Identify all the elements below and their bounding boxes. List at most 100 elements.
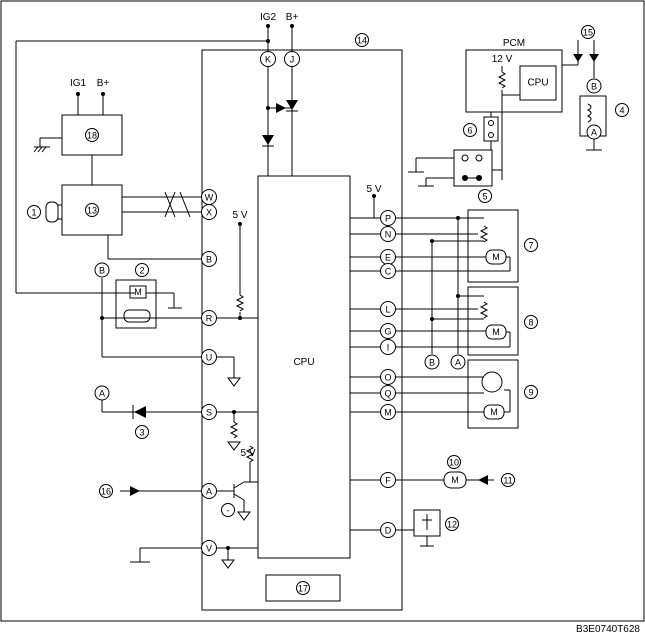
connector-pin-q: Q (380, 385, 396, 401)
ref-point-a-5: A (586, 124, 602, 140)
connector-pin-m: M (380, 404, 396, 420)
block-17 (265, 574, 341, 602)
svg-text:12: 12 (447, 520, 457, 530)
pcm-title: PCM (503, 38, 525, 49)
svg-text:M: M (384, 408, 392, 418)
connector-pin-o: O (380, 369, 396, 385)
svg-text:B: B (99, 266, 105, 276)
svg-text:S: S (206, 408, 212, 418)
ig1-label: IG1 (70, 78, 87, 89)
block-7 (467, 209, 519, 283)
connector-pin-e: E (380, 249, 396, 265)
callout-12: 12 (445, 517, 459, 531)
bplus-label: B+ (286, 12, 299, 23)
callout-17: 17 (296, 581, 310, 595)
callout-18: 18 (85, 128, 99, 142)
connector-pin-i: I (380, 339, 396, 355)
five-v-3: 5 V (240, 448, 255, 459)
callout-15: 15 (581, 25, 595, 39)
connector-pin-p: P (380, 210, 396, 226)
cpu-label: CPU (293, 357, 314, 368)
svg-text:F: F (385, 476, 391, 486)
block-2 (115, 279, 157, 329)
svg-text:13: 13 (87, 206, 97, 216)
pcm-voltage: 12 V (492, 54, 513, 65)
connector-pin-n: N (380, 226, 396, 242)
svg-text:2: 2 (139, 266, 144, 276)
callout-9: 9 (524, 385, 538, 399)
ig2-label: IG2 (260, 12, 277, 23)
ref-point-b-0: B (94, 262, 110, 278)
svg-text:17: 17 (298, 584, 308, 594)
diagram-code: B3E0740T628 (576, 624, 640, 635)
ref-point-a-1: A (94, 385, 110, 401)
block-13 (61, 184, 123, 236)
motor-9: M (490, 407, 498, 417)
callout-minus: - (221, 503, 235, 517)
cpu-block (257, 175, 351, 559)
svg-text:15: 15 (583, 28, 593, 38)
svg-text:L: L (385, 305, 390, 315)
svg-text:U: U (206, 353, 213, 363)
svg-text:R: R (206, 314, 213, 324)
svg-text:16: 16 (101, 487, 111, 497)
ref-point-a-3: A (450, 354, 466, 370)
svg-text:I: I (387, 343, 390, 353)
control-module (201, 49, 403, 611)
connector-pin-j: J (284, 51, 300, 67)
callout-14: 14 (355, 33, 369, 47)
svg-text:P: P (385, 214, 391, 224)
svg-text:5: 5 (482, 192, 487, 202)
connector-pin-f: F (380, 472, 396, 488)
callout-7: 7 (524, 238, 538, 252)
connector-pin-u: U (201, 349, 217, 365)
five-v-1: 5 V (232, 210, 247, 221)
block-9 (467, 359, 519, 429)
svg-text:J: J (290, 55, 295, 65)
connector-pin-v: V (201, 540, 217, 556)
svg-text:A: A (591, 128, 597, 138)
svg-text:-: - (227, 506, 230, 516)
svg-text:18: 18 (87, 131, 97, 141)
sensor-1 (45, 201, 59, 223)
svg-text:B: B (429, 358, 435, 368)
ref-point-b-4: B (586, 78, 602, 94)
svg-text:C: C (385, 267, 392, 277)
callout-13: 13 (85, 203, 99, 217)
svg-text:W: W (205, 193, 214, 203)
callout-11: 11 (501, 473, 515, 487)
svg-text:3: 3 (139, 428, 144, 438)
svg-text:N: N (385, 230, 392, 240)
svg-text:X: X (206, 208, 212, 218)
svg-text:D: D (385, 526, 392, 536)
svg-text:E: E (385, 253, 391, 263)
callout-1: 1 (27, 205, 41, 219)
svg-text:10: 10 (449, 458, 459, 468)
svg-text:11: 11 (503, 476, 512, 486)
callout-2: 2 (135, 263, 149, 277)
svg-text:A: A (455, 358, 461, 368)
connector-pin-s: S (201, 404, 217, 420)
callout-8: 8 (524, 315, 538, 329)
svg-text:G: G (384, 327, 391, 337)
pcm-cpu: CPU (527, 78, 548, 89)
five-v-2: 5 V (366, 184, 381, 195)
svg-text:B: B (591, 82, 597, 92)
svg-text:V: V (206, 544, 212, 554)
motor-2: M (134, 287, 142, 297)
svg-text:Q: Q (384, 389, 391, 399)
diagram-frame (0, 0, 645, 622)
bplus2-label: B+ (97, 78, 110, 89)
callout-4: 4 (615, 103, 629, 117)
svg-text:K: K (265, 55, 271, 65)
callout-16: 16 (99, 484, 113, 498)
pcm-block (465, 49, 563, 113)
svg-text:14: 14 (357, 36, 367, 46)
svg-text:A: A (206, 487, 212, 497)
connector-pin-r: R (201, 310, 217, 326)
connector-pin-a: A (201, 483, 217, 499)
connector-pin-c: C (380, 263, 396, 279)
switch-5 (453, 149, 493, 187)
ref-point-b-2: B (424, 354, 440, 370)
